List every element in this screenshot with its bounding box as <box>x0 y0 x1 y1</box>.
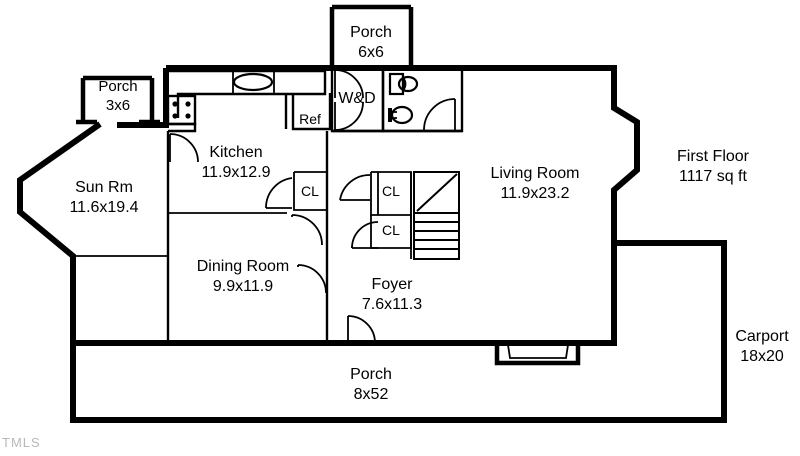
toilet-tank-icon <box>388 108 392 122</box>
house-exterior-wall <box>17 65 640 346</box>
interior-walls <box>73 131 329 343</box>
kitchen-name: Kitchen <box>209 144 262 161</box>
vanity-icon <box>388 72 405 96</box>
dining-room-dims: 9.9x11.9 <box>213 278 273 295</box>
foyer-dims: 7.6x11.3 <box>362 296 422 313</box>
sun-room-dims: 11.6x19.4 <box>69 199 138 216</box>
carport-name: Carport <box>735 328 789 345</box>
carport-dims: 18x20 <box>740 348 784 365</box>
stove-icon <box>166 94 197 126</box>
staircase <box>410 171 460 260</box>
room-labels: Sun Rm 11.6x19.4 Kitchen 11.9x12.9 Dinin… <box>69 24 789 403</box>
floor-area-label: 1117 sq ft <box>679 168 747 185</box>
carport-outline <box>614 240 727 423</box>
side-porch-outline <box>76 75 160 125</box>
closet-1-label: CL <box>301 183 319 199</box>
refrigerator-label: Ref <box>299 111 321 127</box>
kitchen-counters <box>166 69 327 133</box>
side-porch-dims: 3x6 <box>106 97 130 114</box>
kitchen-sink-icon <box>232 72 274 92</box>
kitchen-dims: 11.9x12.9 <box>201 164 270 181</box>
closet-3-label: CL <box>382 222 400 238</box>
refrigerator-niche <box>284 93 332 131</box>
door-swings <box>169 133 376 344</box>
dining-room-name: Dining Room <box>197 258 289 275</box>
half-bath <box>381 68 464 133</box>
front-porch-name: Porch <box>350 366 392 383</box>
top-porch-outline <box>329 4 414 68</box>
living-room-name: Living Room <box>491 165 580 182</box>
bath-sink-icon <box>397 75 419 93</box>
side-porch-name: Porch <box>98 78 137 95</box>
stair-direction-line <box>416 173 458 212</box>
front-porch-outline <box>70 340 724 423</box>
front-entry-stoop <box>494 343 581 366</box>
top-porch-dims: 6x6 <box>358 44 384 61</box>
closet-2-label: CL <box>382 183 400 199</box>
floor-label: First Floor <box>677 148 750 165</box>
toilet-bowl-icon <box>390 105 414 125</box>
closet-1 <box>265 171 328 211</box>
foyer-name: Foyer <box>372 276 414 293</box>
living-room-dims: 11.9x23.2 <box>500 185 569 202</box>
laundry-label: W&D <box>338 90 375 107</box>
sun-room-name: Sun Rm <box>75 179 133 196</box>
watermark: TMLS <box>2 435 41 450</box>
top-porch-name: Porch <box>350 24 392 41</box>
foyer-closets <box>339 171 412 249</box>
front-porch-dims: 8x52 <box>354 386 389 403</box>
